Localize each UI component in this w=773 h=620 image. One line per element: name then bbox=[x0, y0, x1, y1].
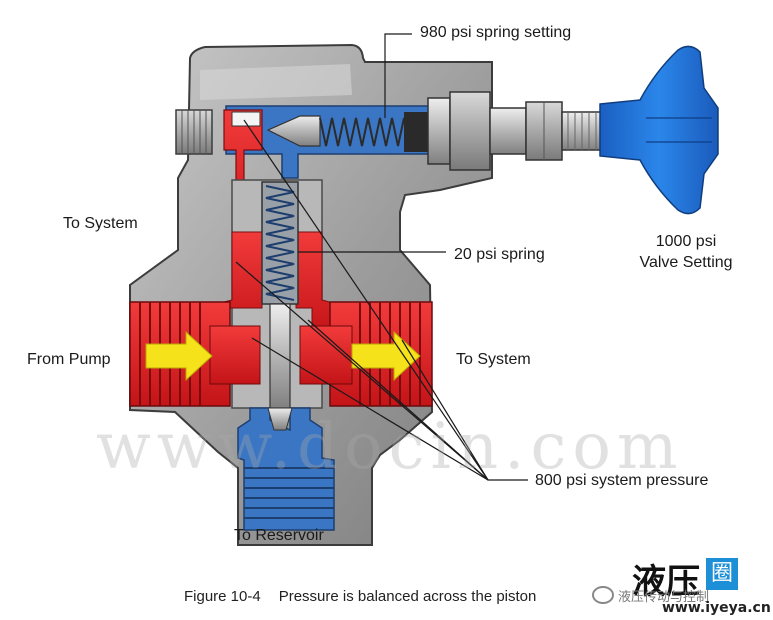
caption-text: Pressure is balanced across the piston bbox=[278, 588, 537, 605]
piston-stem bbox=[269, 303, 291, 409]
leader-pressure-2 bbox=[235, 261, 489, 481]
label-valve-setting: Valve Setting bbox=[639, 254, 733, 271]
leader-pressure-1 bbox=[243, 119, 489, 481]
logo-badge: 圈 bbox=[706, 558, 738, 590]
adjust-knob bbox=[599, 45, 719, 215]
logo-chars: 液压 bbox=[632, 562, 700, 602]
bonnet-nut bbox=[427, 97, 451, 165]
orifice-plate bbox=[231, 111, 261, 127]
left-plug bbox=[175, 109, 213, 155]
leader-pressure-3 bbox=[251, 337, 489, 481]
main-poppet-tip bbox=[267, 407, 293, 431]
logo-subtitle: 液压传动与控制 bbox=[618, 590, 710, 605]
leader-lines bbox=[235, 33, 528, 481]
label-spring-20: 20 psi spring bbox=[454, 246, 545, 263]
label-to-reservoir: To Reservoir bbox=[234, 527, 324, 544]
bonnet-body bbox=[449, 91, 491, 171]
label-system-pressure: 800 psi system pressure bbox=[535, 472, 709, 489]
label-to-system-right: To System bbox=[456, 351, 531, 368]
piston-spring bbox=[265, 185, 295, 301]
logo-url: www.iyeya.cn bbox=[662, 600, 771, 616]
figure-caption: Figure 10-4 Pressure is balanced across t… bbox=[184, 588, 536, 605]
label-spring-980: 980 psi spring setting bbox=[420, 24, 572, 41]
logo-wechat-icon bbox=[592, 586, 614, 604]
watermark-text: www.docin.com bbox=[96, 410, 684, 484]
label-valve-setting-value: 1000 psi bbox=[655, 233, 717, 250]
leader-spring-980 bbox=[384, 33, 412, 118]
label-to-system-left: To System bbox=[63, 215, 138, 232]
body-top-highlight bbox=[200, 64, 352, 100]
pilot-poppet bbox=[266, 115, 321, 147]
spring-guide bbox=[404, 112, 428, 152]
label-from-pump: From Pump bbox=[27, 351, 111, 368]
flow-arrow-in bbox=[145, 330, 213, 382]
leader-pressure-4 bbox=[307, 319, 489, 481]
pilot-spring bbox=[319, 117, 405, 147]
caption-number: Figure 10-4 bbox=[184, 588, 261, 605]
leader-pressure-5 bbox=[401, 339, 489, 481]
adjust-screw bbox=[489, 107, 527, 155]
